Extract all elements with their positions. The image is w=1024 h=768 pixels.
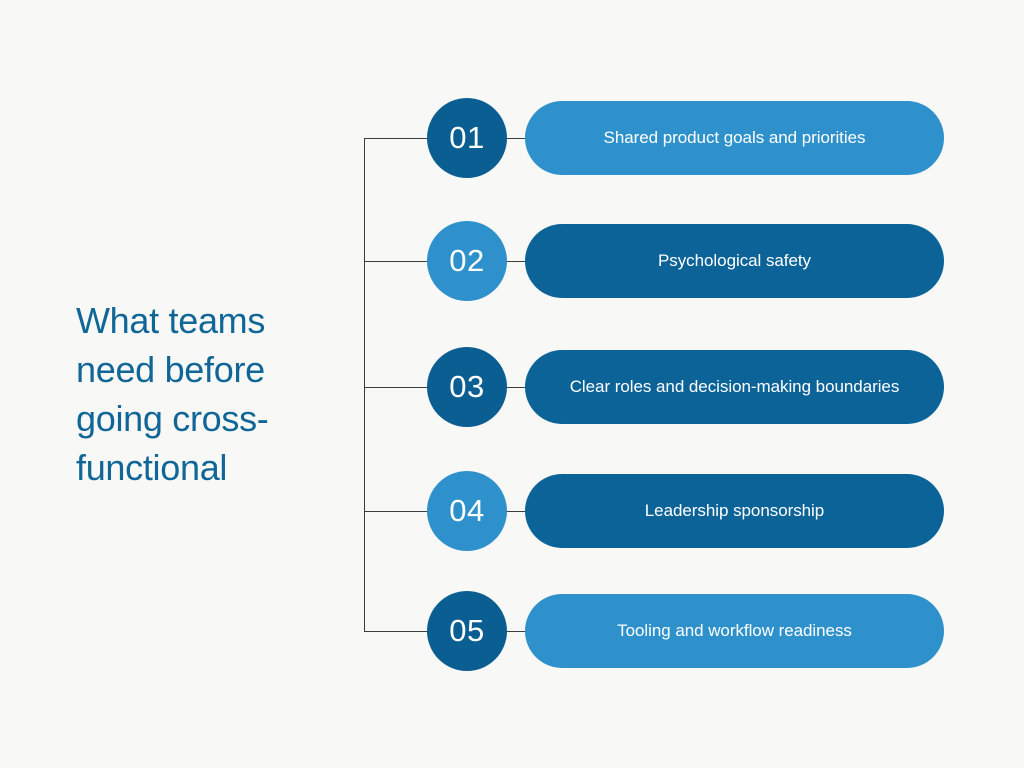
page-title: What teams need before going cross-funct…: [76, 300, 269, 488]
step-label: Shared product goals and priorities: [603, 128, 866, 147]
step-number-badge[interactable]: 03: [427, 347, 507, 427]
connector-branch-05: [364, 631, 428, 632]
step-number-badge[interactable]: 04: [427, 471, 507, 551]
step-number-badge[interactable]: 05: [427, 591, 507, 671]
step-pill[interactable]: Tooling and workflow readiness: [525, 594, 944, 668]
step-label: Psychological safety: [657, 251, 812, 270]
step-label: Clear roles and decision-making boundari…: [569, 377, 900, 396]
step-number-badge[interactable]: 01: [427, 98, 507, 178]
connector-branch-01: [364, 138, 428, 139]
connector-spine: [364, 138, 365, 631]
connector-stub-03: [506, 387, 526, 388]
step-pill[interactable]: Shared product goals and priorities: [525, 101, 944, 175]
step-number-badge[interactable]: 02: [427, 221, 507, 301]
connector-branch-02: [364, 261, 428, 262]
connector-stub-05: [506, 631, 526, 632]
connector-branch-04: [364, 511, 428, 512]
step-pill[interactable]: Clear roles and decision-making boundari…: [525, 350, 944, 424]
connector-stub-04: [506, 511, 526, 512]
step-pill[interactable]: Psychological safety: [525, 224, 944, 298]
connector-stub-02: [506, 261, 526, 262]
step-label: Tooling and workflow readiness: [617, 621, 852, 640]
connector-stub-01: [506, 138, 526, 139]
step-label: Leadership sponsorship: [644, 501, 825, 520]
step-pill[interactable]: Leadership sponsorship: [525, 474, 944, 548]
connector-branch-03: [364, 387, 428, 388]
